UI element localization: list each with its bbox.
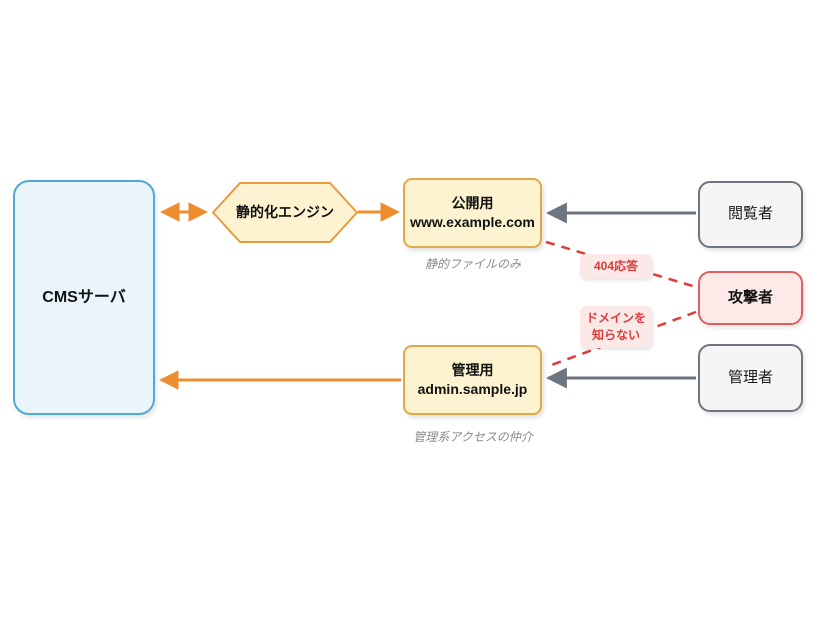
administrator-label: 管理者 xyxy=(727,368,773,386)
static-engine-label: 静的化エンジン xyxy=(236,204,334,221)
attack-label-404-text: 404応答 xyxy=(593,259,639,274)
admin-site-title: 管理用 xyxy=(451,362,494,379)
administrator-box: 管理者 xyxy=(698,344,803,412)
viewer-label: 閲覧者 xyxy=(727,205,773,223)
public-site-caption: 静的ファイルのみ xyxy=(424,257,521,271)
attacker-label: 攻撃者 xyxy=(727,288,773,306)
public-site-box: 公開用 www.example.com xyxy=(403,178,542,248)
admin-site-caption: 管理系アクセスの仲介 xyxy=(413,430,533,444)
cms-server-label: CMSサーバ xyxy=(42,288,126,306)
public-site-title: 公開用 xyxy=(451,195,494,212)
attack-label-unknown-domain-line1: ドメインを xyxy=(585,311,646,326)
static-engine-label-wrap: 静的化エンジン xyxy=(213,183,357,242)
cms-server-box: CMSサーバ xyxy=(13,180,155,415)
attack-label-unknown-domain-line2: 知らない xyxy=(591,328,640,342)
admin-site-box: 管理用 admin.sample.jp xyxy=(403,345,542,415)
attack-label-unknown-domain: ドメインを 知らない xyxy=(580,306,652,348)
admin-site-domain: admin.sample.jp xyxy=(417,381,528,397)
attacker-box: 攻撃者 xyxy=(698,271,803,325)
attack-label-404-response: 404応答 xyxy=(580,254,652,279)
public-site-domain: www.example.com xyxy=(410,214,535,230)
viewer-box: 閲覧者 xyxy=(698,181,803,248)
